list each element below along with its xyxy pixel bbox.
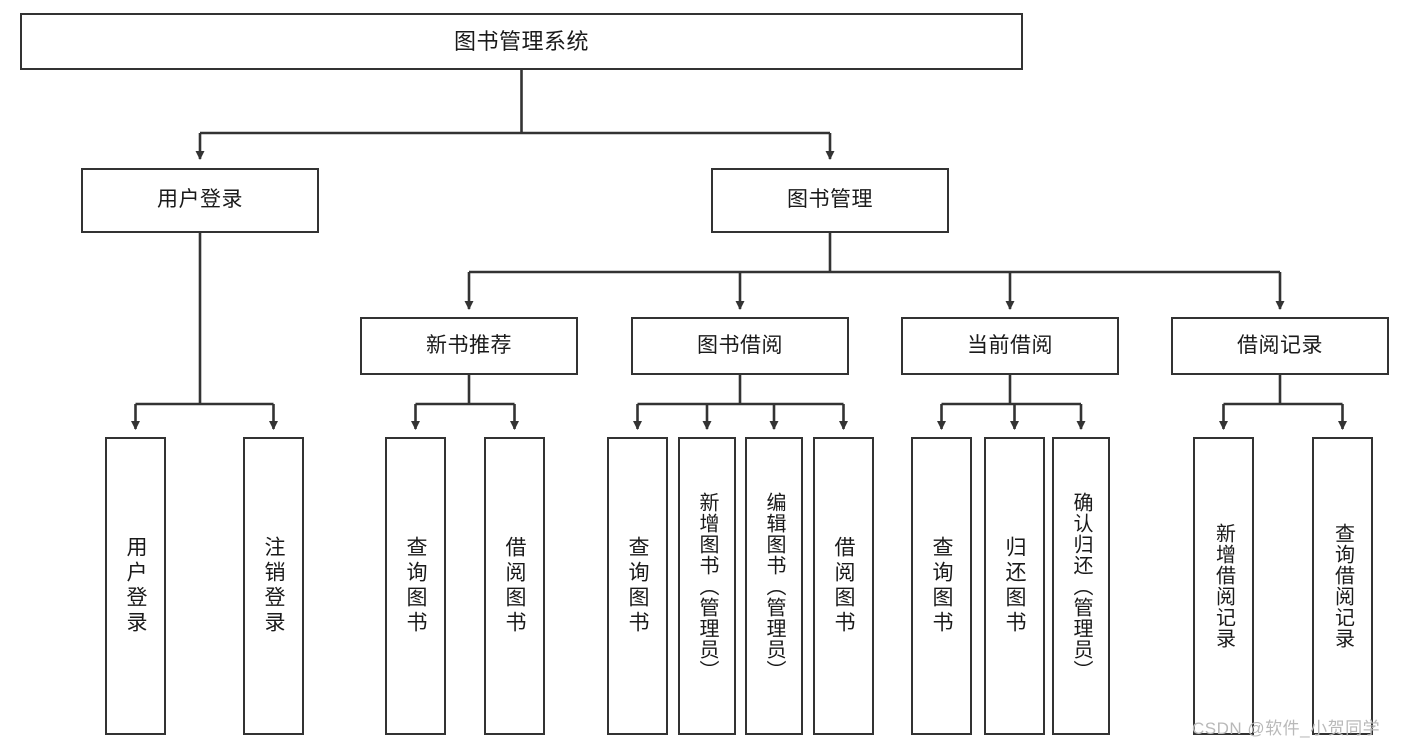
node-leaf-edit-book-label: 编辑图书（管理员） bbox=[763, 491, 785, 681]
node-new-book-recommend-label: 新书推荐 bbox=[426, 333, 512, 357]
node-leaf-edit-book[interactable]: 编辑图书（管理员） bbox=[745, 437, 803, 735]
node-leaf-return-book-label: 归还图书 bbox=[1003, 536, 1026, 636]
node-leaf-query-book-2-label: 查询图书 bbox=[626, 536, 649, 636]
node-leaf-user-login[interactable]: 用户登录 bbox=[105, 437, 166, 735]
node-borrow-record-label: 借阅记录 bbox=[1237, 333, 1323, 357]
node-leaf-confirm-return[interactable]: 确认归还（管理员） bbox=[1052, 437, 1110, 735]
node-book-borrow[interactable]: 图书借阅 bbox=[631, 317, 849, 375]
node-leaf-add-book-label: 新增图书（管理员） bbox=[696, 491, 718, 681]
node-leaf-borrow-book-1[interactable]: 借阅图书 bbox=[484, 437, 545, 735]
node-book-manage[interactable]: 图书管理 bbox=[711, 168, 949, 233]
node-leaf-return-book[interactable]: 归还图书 bbox=[984, 437, 1045, 735]
node-leaf-query-record-label: 查询借阅记录 bbox=[1331, 523, 1354, 649]
node-leaf-add-record-label: 新增借阅记录 bbox=[1212, 523, 1235, 649]
node-leaf-query-book-3-label: 查询图书 bbox=[930, 536, 953, 636]
csdn-watermark: CSDN @软件_小贺同学 bbox=[1192, 719, 1381, 738]
node-leaf-add-record[interactable]: 新增借阅记录 bbox=[1193, 437, 1254, 735]
node-leaf-add-book[interactable]: 新增图书（管理员） bbox=[678, 437, 736, 735]
node-leaf-query-record[interactable]: 查询借阅记录 bbox=[1312, 437, 1373, 735]
node-leaf-logout[interactable]: 注销登录 bbox=[243, 437, 304, 735]
node-user-login[interactable]: 用户登录 bbox=[81, 168, 319, 233]
node-leaf-query-book-1-label: 查询图书 bbox=[404, 536, 427, 636]
node-root[interactable]: 图书管理系统 bbox=[20, 13, 1023, 70]
node-leaf-borrow-book-1-label: 借阅图书 bbox=[503, 536, 526, 636]
node-borrow-record[interactable]: 借阅记录 bbox=[1171, 317, 1389, 375]
node-leaf-query-book-1[interactable]: 查询图书 bbox=[385, 437, 446, 735]
node-user-login-label: 用户登录 bbox=[157, 188, 243, 212]
node-leaf-query-book-3[interactable]: 查询图书 bbox=[911, 437, 972, 735]
node-leaf-confirm-return-label: 确认归还（管理员） bbox=[1070, 491, 1092, 681]
node-current-borrow[interactable]: 当前借阅 bbox=[901, 317, 1119, 375]
node-book-manage-label: 图书管理 bbox=[787, 188, 873, 212]
node-root-label: 图书管理系统 bbox=[453, 28, 589, 54]
node-current-borrow-label: 当前借阅 bbox=[967, 333, 1053, 357]
node-new-book-recommend[interactable]: 新书推荐 bbox=[360, 317, 578, 375]
node-book-borrow-label: 图书借阅 bbox=[697, 333, 783, 357]
node-leaf-borrow-book-2[interactable]: 借阅图书 bbox=[813, 437, 874, 735]
node-leaf-logout-label: 注销登录 bbox=[262, 536, 285, 636]
node-leaf-query-book-2[interactable]: 查询图书 bbox=[607, 437, 668, 735]
node-leaf-user-login-label: 用户登录 bbox=[124, 536, 147, 636]
node-leaf-borrow-book-2-label: 借阅图书 bbox=[832, 536, 855, 636]
